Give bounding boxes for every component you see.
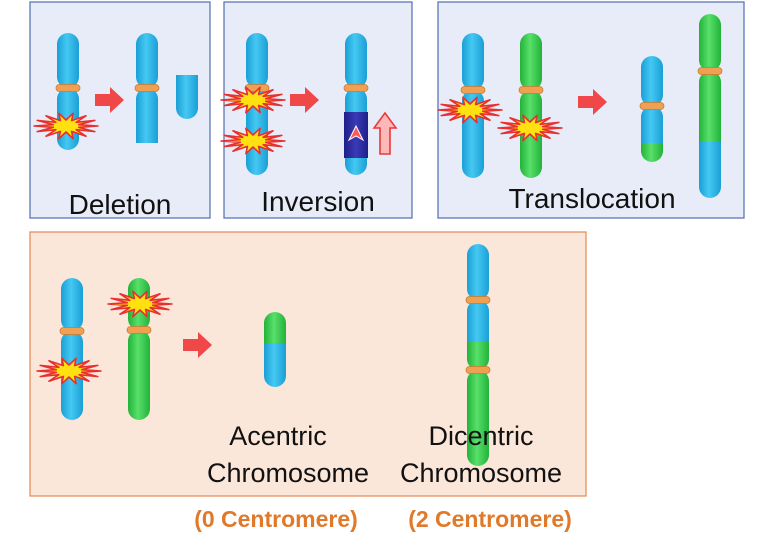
break-burst-icon (220, 86, 286, 114)
dicentric-label-line2: Chromosome (400, 458, 562, 488)
centromere-band (639, 102, 665, 110)
derivative-chromosome-green-part (699, 71, 721, 142)
blue-chromosome-short-arm (462, 33, 484, 90)
inverted-chromosome-short-arm (345, 33, 367, 88)
centromere-band (343, 84, 369, 92)
dicentric-label-line1: Dicentric (428, 421, 533, 451)
arrow-up-icon (372, 111, 398, 155)
break-burst-icon (33, 112, 99, 140)
centromere-band (518, 86, 544, 94)
translocation-label: Translocation (508, 183, 675, 214)
arrow-right-icon (290, 87, 319, 113)
centromere-band (460, 86, 486, 94)
centromere-band (465, 296, 491, 304)
inversion-label: Inversion (261, 186, 375, 217)
dicentric-chromosome-green-part (467, 342, 489, 370)
centromere-band (697, 67, 723, 75)
chromosome-short-arm (57, 33, 79, 88)
break-burst-icon (220, 127, 286, 155)
centromere-band (134, 84, 160, 92)
green-chromosome-short-arm (520, 33, 542, 90)
blue-chromosome-short-arm (61, 278, 83, 331)
centromere-band (55, 84, 81, 92)
arrow-right-icon (183, 332, 212, 358)
centromere-band (59, 327, 85, 335)
dicentric-centromere-note: (2 Centromere) (408, 506, 572, 532)
break-burst-icon (497, 114, 563, 142)
break-burst-icon (36, 357, 102, 385)
acentric-dicentric-panel (29, 231, 587, 497)
dicentric-chromosome-blue-part (467, 300, 489, 342)
acentric-label-line2: Chromosome (207, 458, 369, 488)
inversion-marker-icon (347, 124, 365, 142)
centromere-band (126, 326, 152, 334)
arrow-right-icon (95, 87, 124, 113)
derivative-chromosome-blue-part (699, 142, 721, 198)
acentric-centromere-note: (0 Centromere) (194, 506, 358, 532)
dicentric-chromosome-top-arm (467, 244, 489, 300)
chromosome-short-arm (246, 33, 268, 88)
derivative-chromosome-short-arm (699, 14, 721, 71)
green-chromosome-long-arm (128, 330, 150, 420)
deleted-chromosome-long-arm (136, 88, 158, 143)
acentric-fragment-blue-part (264, 343, 286, 387)
deletion-label: Deletion (69, 189, 172, 220)
acentric-fragment-green-part (264, 312, 286, 343)
arrow-right-icon (578, 89, 607, 115)
break-burst-icon (437, 96, 503, 124)
dicentric-chromosome-bottom-arm (467, 370, 489, 466)
break-burst-icon (107, 290, 173, 318)
deleted-fragment (176, 75, 198, 119)
derivative-chromosome-green-part (641, 143, 663, 162)
derivative-chromosome-short-arm (641, 56, 663, 106)
derivative-chromosome-blue-part (641, 106, 663, 143)
acentric-label-line1: Acentric (229, 421, 327, 451)
deleted-chromosome-short-arm (136, 33, 158, 88)
centromere-band (465, 366, 491, 374)
